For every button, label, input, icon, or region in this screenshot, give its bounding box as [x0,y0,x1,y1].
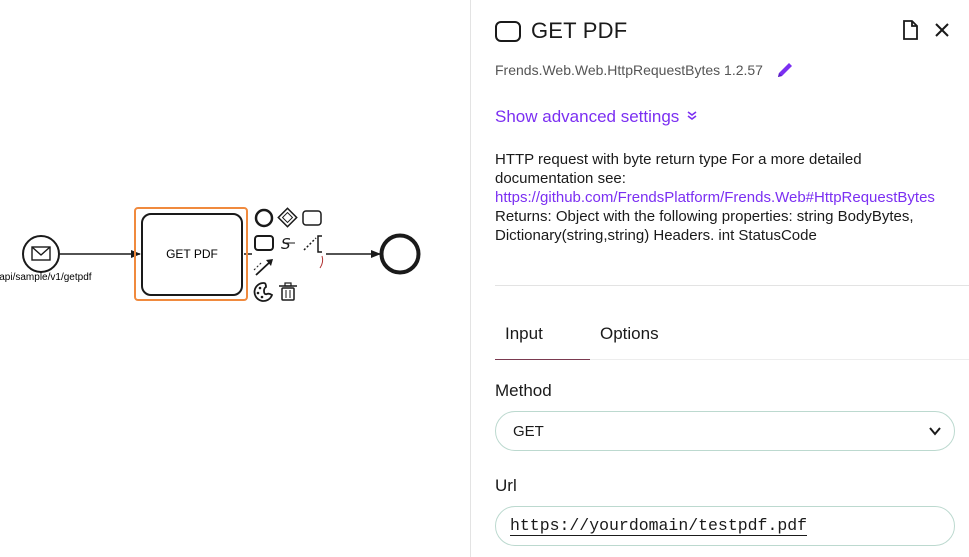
method-select[interactable]: GET [495,411,955,451]
description-line: Dictionary(string,string) Headers. int S… [495,227,817,244]
tab-options[interactable]: Options [600,324,659,343]
task-label: GET PDF [166,247,218,261]
end-event[interactable] [379,233,421,275]
append-subprocess-icon[interactable] [254,235,274,251]
task-version-row: Frends.Web.Web.HttpRequestBytes 1.2.57 [495,60,795,80]
task-version: Frends.Web.Web.HttpRequestBytes 1.2.57 [495,62,763,78]
properties-panel: GET PDF Frends.Web.Web.HttpRequestBytes … [470,0,969,557]
method-select-value: GET [513,422,544,440]
start-message-event[interactable] [22,235,60,273]
append-task-icon[interactable] [302,210,322,226]
url-input[interactable]: https://yourdomain/testpdf.pdf [495,506,955,546]
url-input-value: https://yourdomain/testpdf.pdf [510,515,808,536]
tab-input[interactable]: Input [495,310,590,360]
pencil-edit-icon[interactable] [775,60,795,80]
append-end-event-icon[interactable] [254,208,274,228]
connect-tool-icon[interactable] [253,259,273,276]
task-selection-outline [134,207,248,301]
description-line: Returns: Object with the following prope… [495,208,914,225]
color-palette-icon[interactable] [253,282,274,302]
panel-header-actions [901,20,951,40]
delete-trash-icon[interactable] [279,282,297,301]
advanced-settings-label: Show advanced settings [495,107,680,126]
method-label: Method [495,381,552,400]
description-line: documentation see: [495,170,626,187]
chevron-down-icon [928,424,942,442]
document-icon[interactable] [901,20,919,40]
double-chevron-down-icon [687,110,697,124]
append-gateway-icon[interactable] [277,207,298,228]
panel-tabs: Input Options [495,310,969,360]
task-shape-icon [495,20,521,42]
task-get-pdf[interactable] [141,213,243,296]
panel-header: GET PDF [495,18,627,44]
process-canvas[interactable]: S /api/sample/v1/getpdf GET PDF [0,0,470,557]
envelope-icon [31,246,51,261]
bpmn-diagram[interactable]: S [0,0,470,557]
start-event-label: /api/sample/v1/getpdf [0,272,92,283]
section-divider [495,285,969,286]
show-advanced-settings-toggle[interactable]: Show advanced settings [495,107,697,127]
append-intermediate-event-icon[interactable]: S [281,235,295,253]
svg-text:S: S [281,235,291,253]
append-annotation-icon[interactable] [303,235,324,269]
panel-title: GET PDF [531,18,628,43]
close-icon[interactable] [933,20,951,40]
task-description: HTTP request with byte return type For a… [495,150,965,245]
url-label: Url [495,476,517,495]
description-line: HTTP request with byte return type For a… [495,151,862,168]
documentation-link[interactable]: https://github.com/FrendsPlatform/Frends… [495,189,935,206]
